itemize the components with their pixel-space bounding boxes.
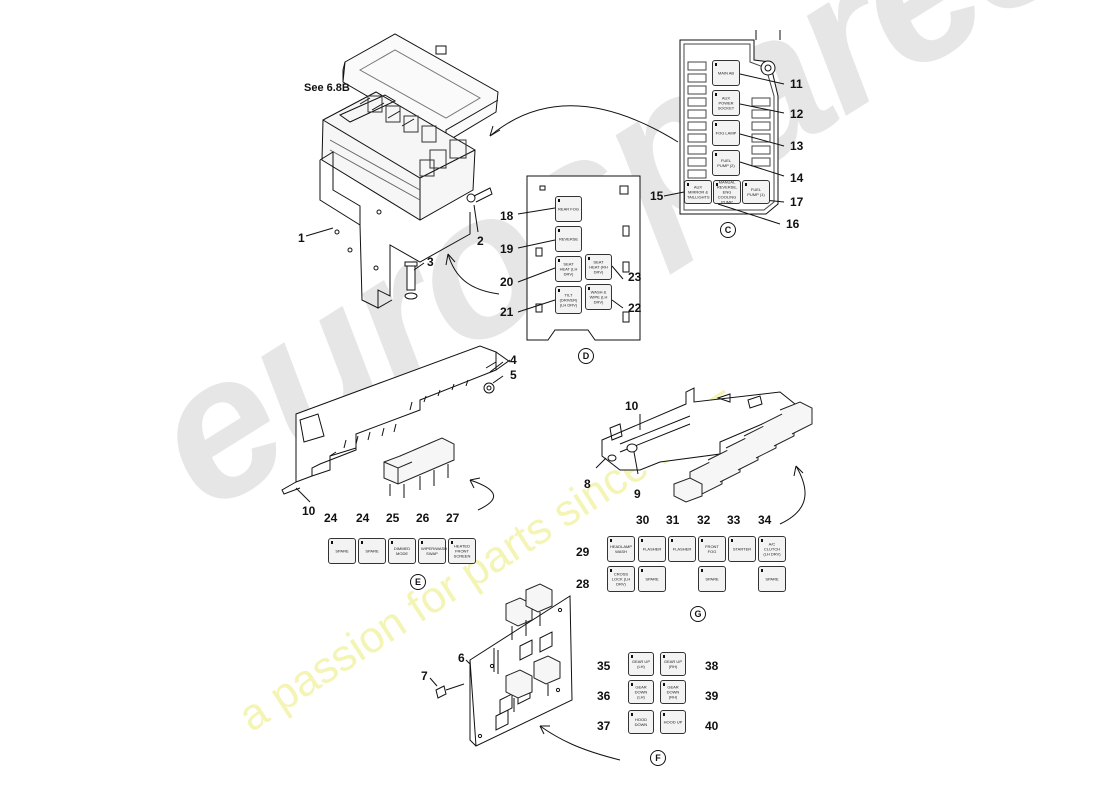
- callout-34: 34: [758, 513, 772, 527]
- relay-e-heated-screen: HEATED FRONT SCREEN: [448, 538, 476, 564]
- relay-c-fog-lamp: FOG LAMP: [712, 120, 740, 146]
- relay-d-tilt-driver: TILT (DRIVER) (LH DRV): [555, 286, 582, 314]
- callout-36: 36: [597, 689, 611, 703]
- callout-25: 25: [386, 511, 400, 525]
- callout-27: 27: [446, 511, 460, 525]
- relay-c-manual-reverse: MANUAL REVERSE, ENG COOLING PUMP: [713, 180, 741, 205]
- relay-f-gear-down-lh: GEAR DOWN (LH): [628, 680, 654, 704]
- callout-24-a: 24: [324, 511, 338, 525]
- relay-c-main: MAIN AB: [712, 60, 740, 86]
- callout-29: 29: [576, 545, 590, 559]
- relay-g-headlamp-wash: HEADLAMP WASH: [607, 536, 635, 562]
- relay-f-gear-up-rh: GEAR UP (RH): [660, 652, 686, 676]
- callout-14: 14: [790, 171, 804, 185]
- relay-c-aux-mirror: AUX MIRROR & TAILLIGHTS: [684, 180, 712, 204]
- relay-e-spare-2: SPARE: [358, 538, 386, 564]
- callout-3: 3: [427, 255, 434, 269]
- relay-c-fuel-pump-2: FUEL PUMP (2): [712, 150, 740, 176]
- callout-9: 9: [634, 487, 641, 501]
- relay-g-starter: STARTER: [728, 536, 756, 562]
- relay-e-dimmed-mode: DIMMED MODE: [388, 538, 416, 564]
- relay-c-aux-power: AUX POWER SOCKET: [712, 90, 740, 116]
- callout-24-b: 24: [356, 511, 370, 525]
- callout-32: 32: [697, 513, 711, 527]
- callout-17: 17: [790, 195, 804, 209]
- see-reference-note: See 6.8B: [304, 82, 350, 94]
- callout-7: 7: [421, 669, 428, 683]
- relay-g-cross-lock: CROSS LOCK (LH DRV): [607, 566, 635, 592]
- callout-6: 6: [458, 651, 465, 665]
- callout-20: 20: [500, 275, 514, 289]
- callout-22: 22: [628, 301, 642, 315]
- callout-23: 23: [628, 270, 642, 284]
- callout-21: 21: [500, 305, 514, 319]
- relay-g-flasher-2: FLASHER: [668, 536, 696, 562]
- callout-4: 4: [510, 353, 517, 367]
- callout-8: 8: [584, 477, 591, 491]
- callout-38: 38: [705, 659, 719, 673]
- relay-f-hood-down: HOOD DOWN: [628, 710, 654, 734]
- callout-40: 40: [705, 719, 719, 733]
- relay-e-spare-1: SPARE: [328, 538, 356, 564]
- callout-31: 31: [666, 513, 680, 527]
- callout-12: 12: [790, 107, 804, 121]
- relay-rail-10: [601, 387, 801, 471]
- callout-16: 16: [786, 217, 800, 231]
- relay-f-gear-up-lh: GEAR UP (LH): [628, 652, 654, 676]
- view-label-c: C: [720, 222, 736, 238]
- callout-28: 28: [576, 577, 590, 591]
- view-label-d: D: [578, 348, 594, 364]
- relay-c-fuel-pump-1: FUEL PUMP (1): [742, 180, 770, 204]
- callout-33: 33: [727, 513, 741, 527]
- callout-18: 18: [500, 209, 514, 223]
- relay-g-spare-2: SPARE: [698, 566, 726, 592]
- callout-10-lower: 10: [302, 504, 316, 518]
- callout-30: 30: [636, 513, 650, 527]
- relay-g-spare-3: SPARE: [758, 566, 786, 592]
- relay-d-reverse: REVERSE: [555, 226, 582, 252]
- relay-g-spare-1: SPARE: [638, 566, 666, 592]
- callout-39: 39: [705, 689, 719, 703]
- relay-d-seat-heat-rh: SEAT HEAT (RH DRV): [585, 254, 612, 280]
- relay-f-gear-down-rh: GEAR DOWN (RH): [660, 680, 686, 704]
- callout-26: 26: [416, 511, 430, 525]
- relay-g-front-fog: FRONT FOG: [698, 536, 726, 562]
- callout-2: 2: [477, 234, 484, 248]
- callout-11: 11: [790, 77, 803, 91]
- fusebox-body: [321, 91, 476, 221]
- relay-g-flasher-1: FLASHER: [638, 536, 666, 562]
- relay-f-hood-up: HOOD UP: [660, 710, 686, 734]
- callout-10-upper: 10: [625, 399, 639, 413]
- callout-35: 35: [597, 659, 611, 673]
- view-label-f: F: [650, 750, 666, 766]
- callout-19: 19: [500, 242, 514, 256]
- callout-15: 15: [650, 189, 664, 203]
- view-label-e: E: [410, 574, 426, 590]
- relay-d-rear-fog: REAR FOG: [555, 196, 582, 222]
- callout-37: 37: [597, 719, 611, 733]
- callout-5: 5: [510, 368, 517, 382]
- relay-e-wiper-wash: WIPER/WASH SWAP: [418, 538, 447, 564]
- callout-1: 1: [298, 231, 305, 245]
- relay-d-seat-heat-lh: SEAT HEAT (LH DRV): [555, 256, 582, 282]
- relay-g-ac-clutch: A/C CLUTCH (LH DRV): [758, 536, 786, 562]
- relay-d-wash-wipe: WASH & WIPE (LH DRV): [585, 284, 612, 310]
- view-label-g: G: [690, 606, 706, 622]
- callout-13: 13: [790, 139, 804, 153]
